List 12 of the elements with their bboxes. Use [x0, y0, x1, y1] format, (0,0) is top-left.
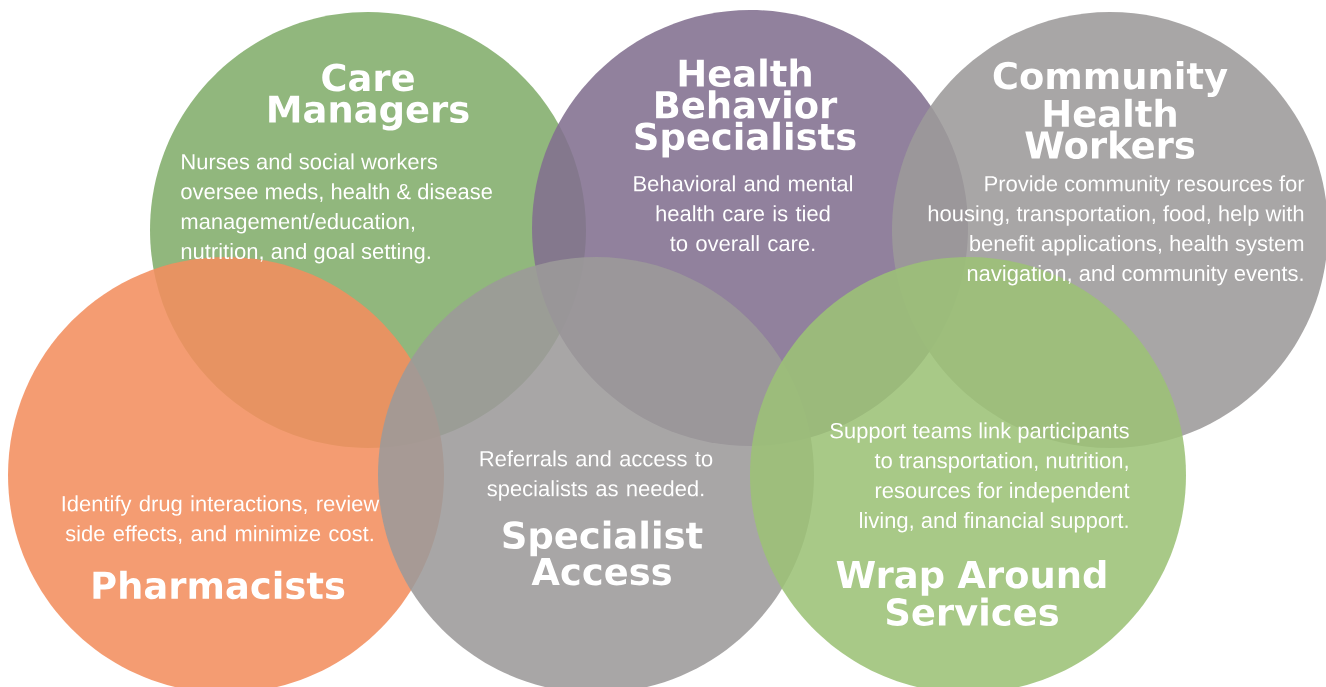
description: Referrals and access to specialists as needed. — [480, 450, 713, 501]
heading: Specialist Access — [503, 520, 703, 586]
heading: Pharmacists — [93, 570, 345, 600]
description: Nurses and social workers oversee meds, health & disease management/education, nutrition, and goal setting. — [181, 153, 492, 264]
description: Provide community resources for housing, transportation, food, help with benefit applications, health system navigation, and community events. — [928, 175, 1305, 286]
heading: Community Health Workers — [993, 61, 1228, 159]
description: Behavioral and mental health care is tied to overall care. — [634, 175, 852, 252]
heading: Care Managers — [269, 63, 469, 131]
heading: Wrap Around Services — [836, 560, 1106, 626]
description: Identify drug interactions, review side effects, and minimize cost. — [62, 495, 380, 544]
heading: Health Behavior Specialists — [635, 58, 856, 158]
description: Support teams link participants to transportation, nutrition, resources for independent living, and financial support. — [830, 422, 1130, 533]
